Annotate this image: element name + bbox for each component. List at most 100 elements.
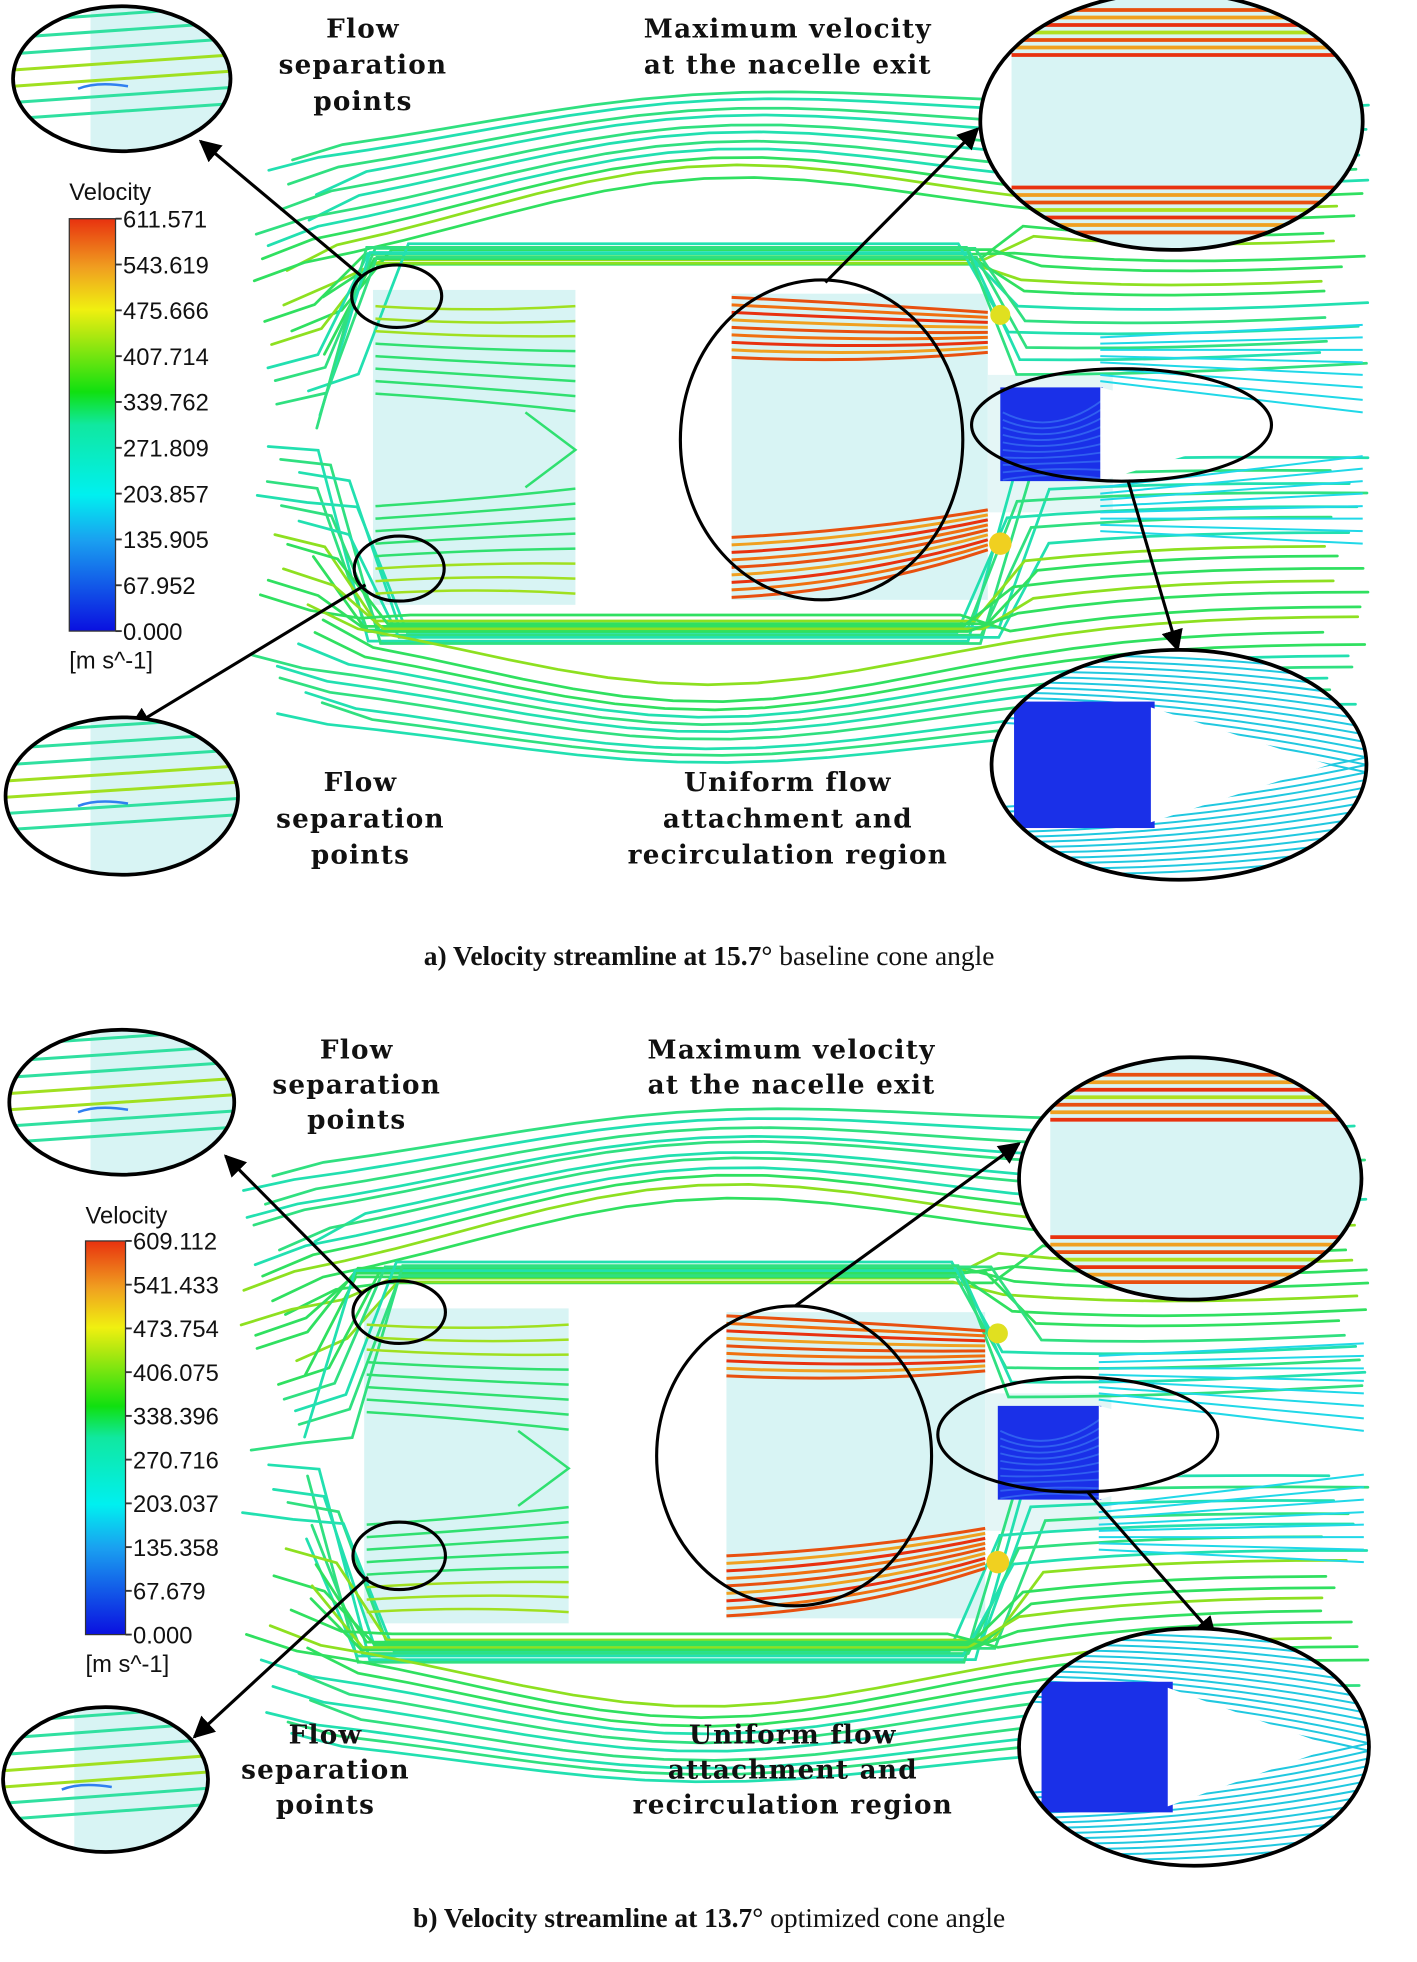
velocity-legend: Velocity 609.112541.433473.754406.075338…: [84, 1203, 219, 1678]
legend-unit: [m s^-1]: [69, 649, 153, 675]
streamline: [275, 256, 1328, 406]
exit-streamline: [731, 538, 989, 584]
streamline: [321, 618, 1325, 703]
recirculation-streamline: [1002, 468, 1103, 474]
exit-streamline: [731, 345, 988, 355]
streamline: [366, 1565, 569, 1576]
svg-text:Flow: Flow: [326, 13, 400, 44]
exit-streamline: [726, 1336, 986, 1348]
streamline: [366, 1410, 569, 1431]
streamline: [5, 764, 238, 783]
exit-streamline: [726, 1526, 986, 1558]
wake-streamline: [1098, 1398, 1364, 1432]
streamline: [366, 1348, 569, 1357]
zoom-inset-border: [1, 1705, 210, 1854]
exit-streamline: [731, 513, 989, 547]
streamline: [375, 317, 576, 324]
streamline: [375, 342, 576, 353]
streamline: [375, 589, 576, 595]
streamline: [297, 1274, 1361, 1426]
streamline: [318, 251, 1322, 417]
legend-tick-label: 270.716: [133, 1448, 219, 1474]
colorbar: [68, 218, 117, 632]
streamline: [375, 329, 576, 338]
zoom-inset-recirc: [989, 647, 1369, 882]
streamline: [366, 1373, 569, 1386]
svg-text:Flow: Flow: [320, 1034, 394, 1065]
exit-streamline: [731, 333, 988, 341]
zoom-inset-sep2: [1, 1705, 210, 1854]
vortex-spot: [987, 1323, 1008, 1344]
svg-text:Maximum velocity: Maximum velocity: [644, 13, 932, 44]
highlight-ellipse-sep-bottom: [351, 1520, 448, 1592]
label-uniform-flow: Uniform flow attachment and recirculatio…: [628, 767, 948, 871]
streamline: [311, 555, 1365, 628]
svg-text:recirculation region: recirculation region: [628, 840, 948, 871]
zoom-inset-border: [989, 647, 1369, 882]
legend-tick-label: 609.112: [133, 1230, 217, 1256]
exit-streamline: [726, 1329, 986, 1343]
streamline: [5, 797, 238, 816]
arrow: [128, 583, 367, 729]
svg-text:points: points: [307, 1104, 406, 1135]
streamline: [375, 547, 576, 558]
streamline: [306, 603, 1360, 687]
panel-b: Velocity 609.112541.433473.754406.075338…: [1, 1027, 1371, 1933]
arrow: [1126, 479, 1183, 652]
exit-streamline: [726, 1556, 986, 1603]
streamline: [366, 1398, 569, 1416]
legend-tick-label: 0.000: [123, 620, 182, 646]
exit-streamline: [731, 310, 988, 324]
svg-text:at the nacelle exit: at the nacelle exit: [644, 50, 932, 81]
wake-streamline: [1100, 380, 1363, 414]
streamline: [9, 1093, 235, 1112]
exit-streamline: [731, 518, 989, 554]
zoom-inset-sep2: [3, 715, 240, 877]
legend-tick-label: 271.809: [123, 437, 209, 463]
streamline: [303, 1269, 1367, 1439]
recirculation-streamline: [1000, 1469, 1102, 1478]
streamline: [277, 1270, 1341, 1386]
legend-tick-label: 203.857: [123, 482, 209, 508]
streamline: [366, 1360, 569, 1371]
zoom-inset-border: [978, 0, 1365, 252]
exit-streamline: [726, 1551, 986, 1595]
streamline: [375, 487, 576, 508]
exit-streamline: [726, 1561, 986, 1610]
svg-text:separation: separation: [279, 50, 448, 81]
wake-streamline: [1098, 1354, 1364, 1364]
exit-streamline: [731, 533, 989, 577]
streamline: [310, 1584, 1324, 1649]
exhaust-cone: [1100, 387, 1269, 482]
caption-a: a) Velocity streamline at 15.7° baseline…: [424, 941, 995, 971]
recirculation-streamline: [1002, 425, 1104, 442]
legend-tick-label: 203.037: [133, 1492, 219, 1518]
label-flow-separation-bottom: Flow separation points: [276, 767, 444, 871]
streamline: [375, 379, 576, 398]
svg-text:points: points: [311, 840, 410, 871]
streamline: [5, 780, 238, 799]
legend-tick-label: 338.396: [133, 1405, 219, 1431]
streamline: [266, 578, 1370, 633]
svg-text:points: points: [313, 86, 412, 117]
exit-streamline: [731, 303, 988, 319]
zoom-inset-exit: [978, 0, 1365, 252]
legend-tick-label: 67.679: [133, 1580, 206, 1606]
streamline: [9, 1076, 235, 1095]
streamline: [13, 85, 231, 104]
streamline: [366, 1607, 569, 1614]
wake-streamline: [1098, 1511, 1364, 1526]
recirculation-streamline: [1000, 1452, 1102, 1466]
legend-tick-label: 0.000: [133, 1623, 192, 1649]
arrow: [192, 1575, 370, 1739]
recirculation-streamline: [1002, 434, 1104, 447]
streamline: [286, 542, 1339, 626]
svg-text:Maximum velocity: Maximum velocity: [648, 1034, 936, 1065]
legend-tick-label: 473.754: [133, 1317, 219, 1343]
highlight-ellipse-sep-top: [351, 1279, 448, 1345]
recirculation-streamline: [1000, 1478, 1102, 1485]
streamline: [13, 69, 231, 88]
wake-streamline: [1100, 361, 1363, 376]
zoom-inset-sep: [7, 1027, 237, 1177]
